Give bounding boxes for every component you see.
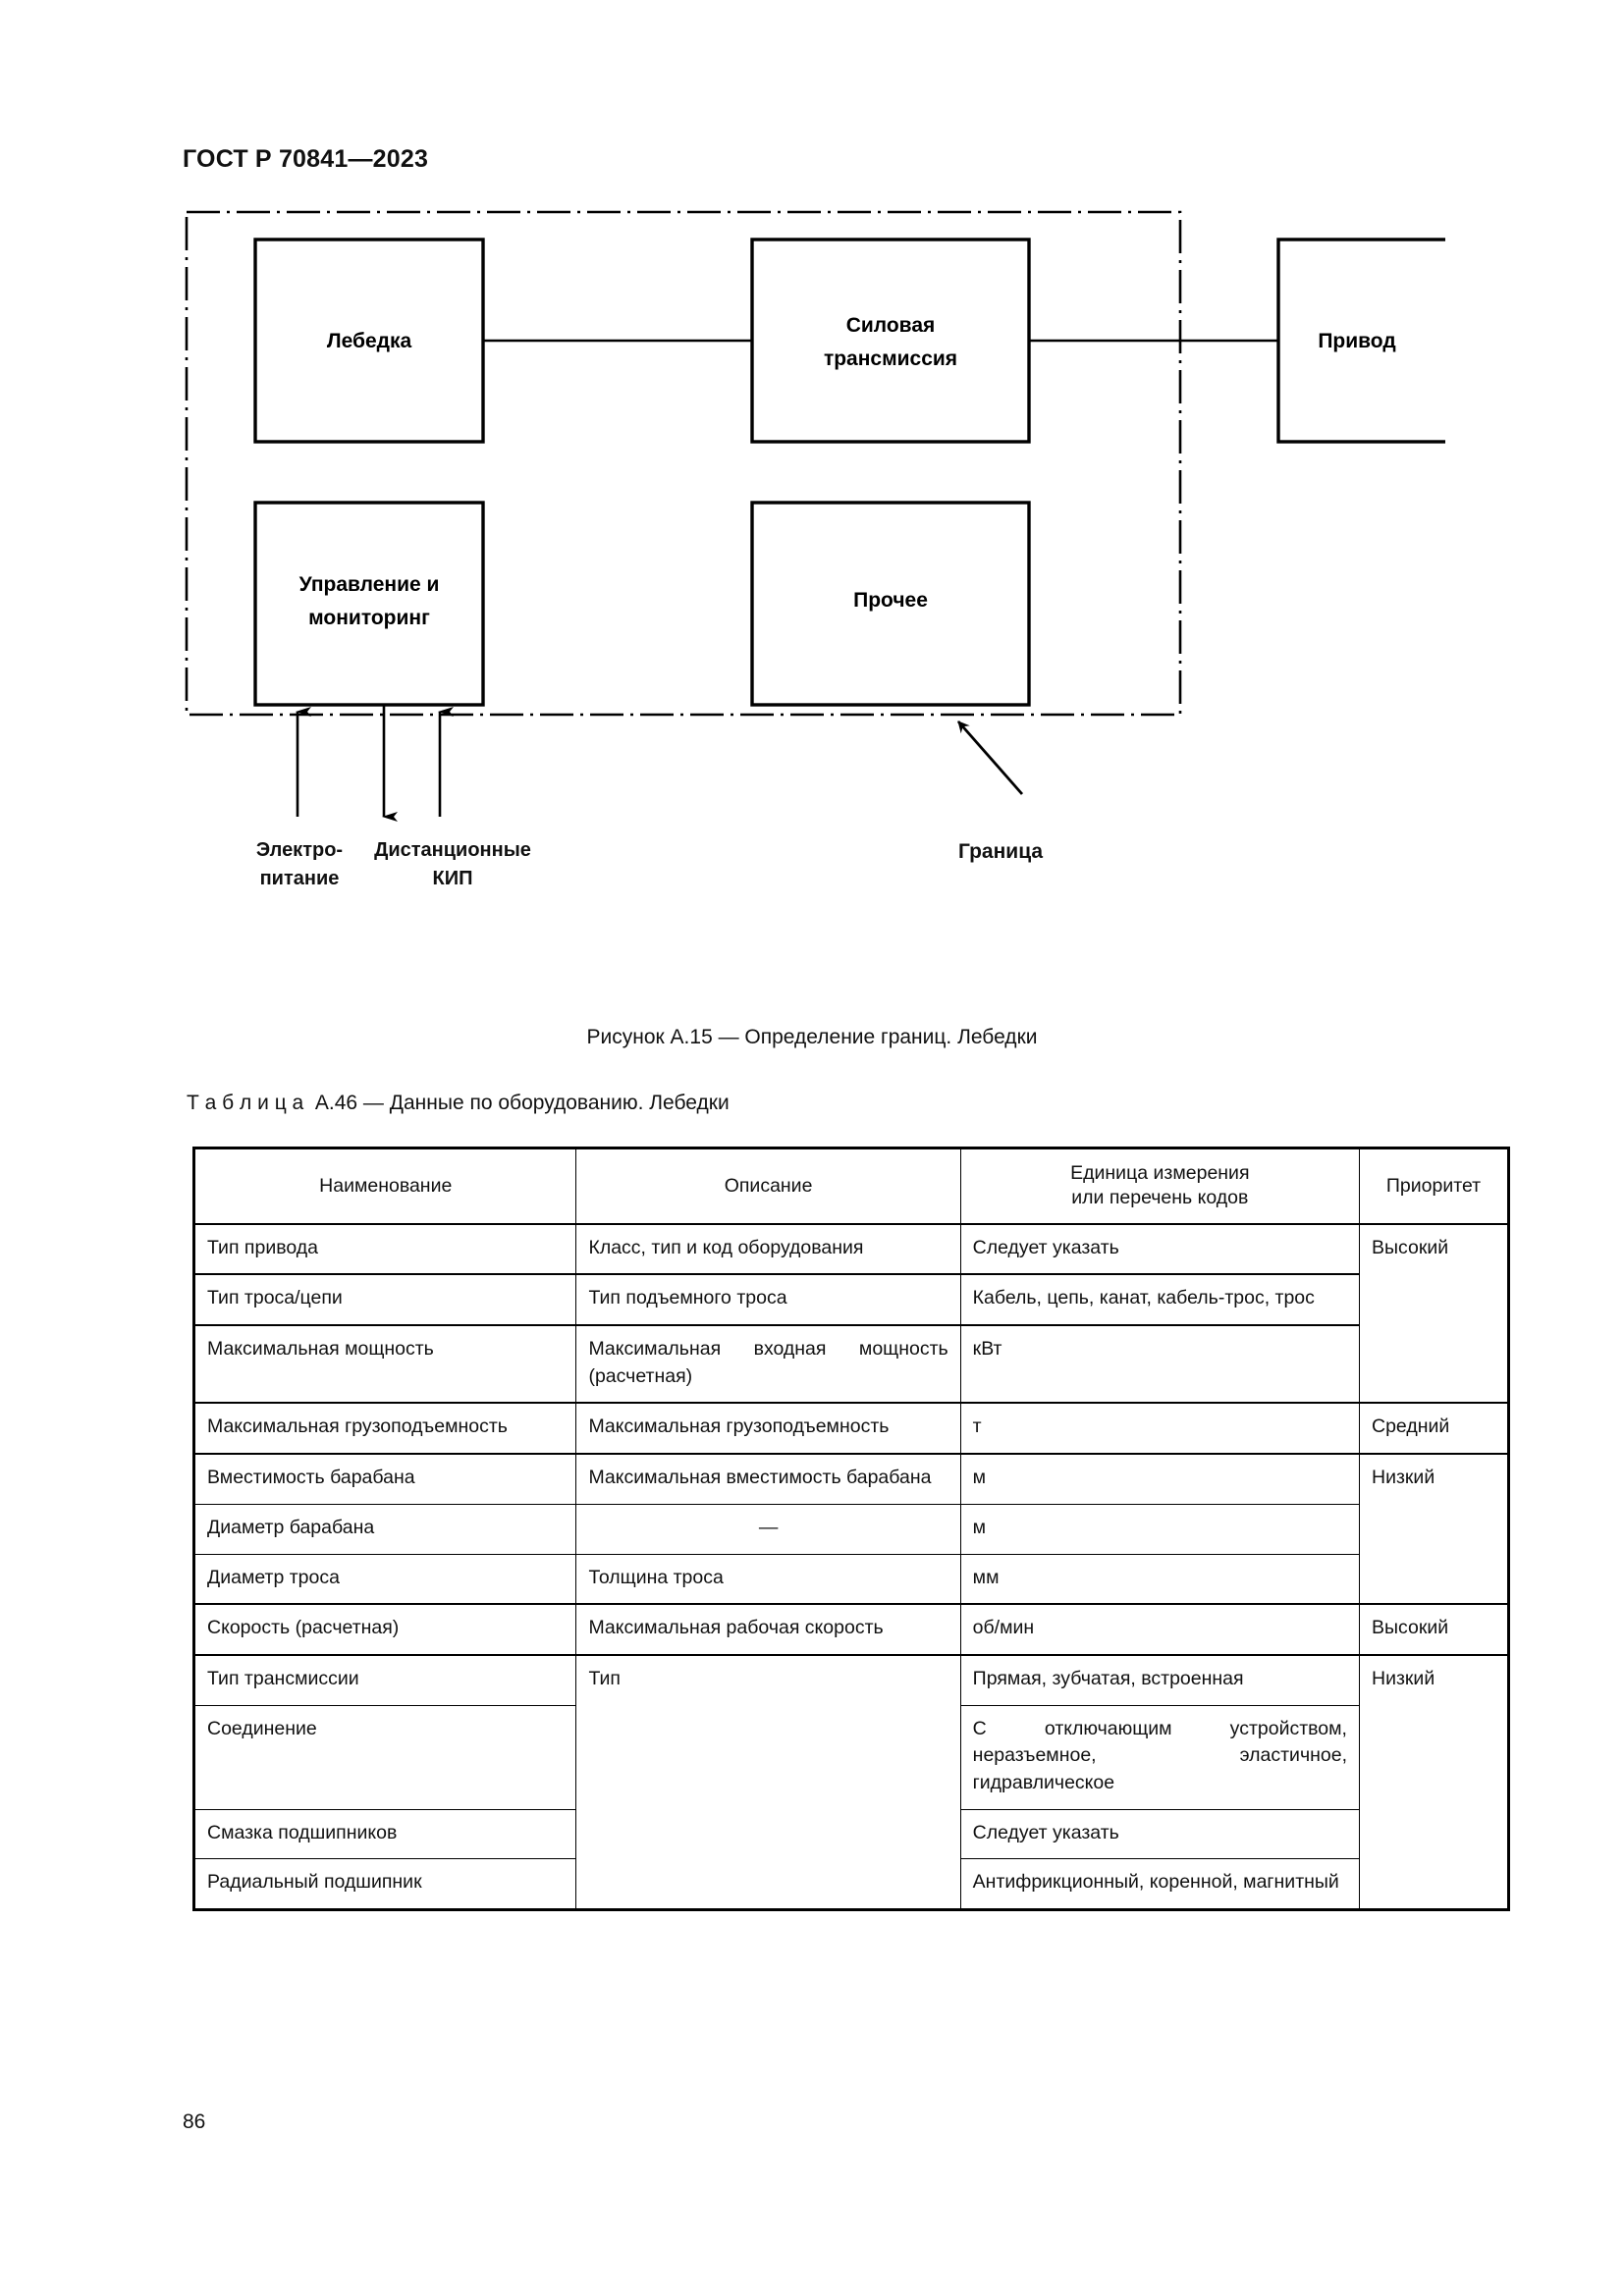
standard-header: ГОСТ Р 70841—2023 xyxy=(183,145,429,173)
label-power-supply-line2: питание xyxy=(259,868,340,889)
boundary-leader-line xyxy=(956,721,1024,795)
box-winch-label: Лебедка xyxy=(327,330,412,352)
box-power-transmission-label-line2: трансмиссия xyxy=(824,347,957,370)
table-row: Радиальный подшипник Антифрикционный, ко… xyxy=(193,1858,1508,1909)
box-drive-label: Привод xyxy=(1318,330,1395,352)
cell-unit: об/мин xyxy=(959,1603,1360,1656)
cell-description: Максимальная вместимость барабана xyxy=(575,1453,961,1505)
cell-unit: Кабель, цепь, канат, кабель-трос, трос xyxy=(959,1273,1360,1326)
label-remote-instruments-line1: Дистанционные xyxy=(374,839,531,861)
cell-priority: Высокий xyxy=(1358,1603,1509,1656)
cell-name: Тип трансмиссии xyxy=(193,1653,577,1706)
box-control-monitoring-label-line1: Управление и xyxy=(299,573,440,596)
column-header-unit-line2: или перечень кодов xyxy=(1071,1187,1249,1209)
label-power-supply-line1: Электро- xyxy=(255,839,344,861)
box-power-transmission-label-line1: Силовая xyxy=(846,314,936,337)
box-other-label: Прочее xyxy=(853,589,928,612)
cell-unit: Следует указать xyxy=(959,1223,1360,1275)
cell-name: Вместимость барабана xyxy=(193,1453,577,1505)
cell-priority: Средний xyxy=(1358,1402,1509,1455)
cell-unit: м xyxy=(959,1503,1360,1555)
cell-description: Тип xyxy=(575,1653,961,1909)
box-other xyxy=(750,501,1031,707)
figure-caption: Рисунок А.15 — Определение границ. Лебед… xyxy=(586,1026,1038,1048)
column-header-unit-line1: Единица измерения xyxy=(1070,1162,1250,1184)
table-row: Тип привода Класс, тип и код оборудовани… xyxy=(193,1223,1509,1404)
cell-name: Максимальная мощность xyxy=(193,1324,577,1404)
table-header: Наименование Описание Единица измерения … xyxy=(193,1148,1509,1225)
cell-description: Класс, тип и код оборудования xyxy=(575,1223,961,1275)
table-row: Диаметр троса Толщина троса мм xyxy=(193,1553,1508,1605)
cell-name: Скорость (расчетная) xyxy=(193,1603,577,1656)
column-header-name: Наименование xyxy=(193,1148,577,1225)
cell-priority: Низкий xyxy=(1358,1653,1509,1909)
box-power-transmission xyxy=(750,238,1031,444)
equipment-data-table-wrapper: Наименование Описание Единица измерения … xyxy=(192,1147,1510,1911)
table-row: Скорость (расчетная) Максимальная рабоча… xyxy=(193,1603,1509,1656)
cell-unit: Прямая, зубчатая, встроенная xyxy=(959,1653,1360,1706)
table-row: Вместимость барабана Максимальная вмести… xyxy=(193,1453,1509,1605)
boundary-rectangle xyxy=(185,210,1182,717)
table-row: Тип троса/цепи Тип подъемного троса Кабе… xyxy=(193,1273,1508,1326)
column-header-priority: Приоритет xyxy=(1358,1148,1509,1225)
cell-unit: кВт xyxy=(959,1324,1360,1404)
cell-description: Толщина троса xyxy=(575,1553,961,1605)
cell-priority: Высокий xyxy=(1358,1223,1509,1404)
box-drive xyxy=(1276,238,1445,444)
cell-name: Соединение xyxy=(193,1704,577,1810)
cell-name: Тип троса/цепи xyxy=(193,1273,577,1326)
cell-name: Максимальная грузоподъемность xyxy=(193,1402,577,1455)
cell-unit: м xyxy=(959,1453,1360,1505)
label-remote-instruments: Дистанционные КИП xyxy=(330,836,575,893)
label-boundary: Граница xyxy=(958,840,1044,863)
cell-description: Максимальная входная мощность (расчетная… xyxy=(575,1324,961,1404)
equipment-data-table: Наименование Описание Единица измерения … xyxy=(193,1148,1509,1909)
table-row: Максимальная мощность Максимальная входн… xyxy=(193,1324,1508,1404)
cell-unit: Антифрикционный, коренной, магнитный xyxy=(959,1858,1360,1909)
cell-description: Тип подъемного троса xyxy=(575,1273,961,1326)
cell-unit: т xyxy=(959,1402,1360,1455)
table-row: Максимальная грузоподъемность Максимальн… xyxy=(193,1402,1509,1455)
page-number: 86 xyxy=(183,2110,206,2133)
table-header-row: Наименование Описание Единица измерения … xyxy=(193,1148,1509,1225)
label-remote-instruments-line2: КИП xyxy=(432,868,473,889)
column-header-unit: Единица измерения или перечень кодов xyxy=(959,1148,1360,1225)
cell-unit: С отключающим устройством, неразъемное, … xyxy=(959,1704,1360,1810)
cell-name: Радиальный подшипник xyxy=(193,1858,577,1909)
cell-name: Тип привода xyxy=(193,1223,577,1275)
box-control-monitoring xyxy=(253,501,485,707)
cell-description: — xyxy=(575,1503,961,1555)
table-body: Тип привода Класс, тип и код оборудовани… xyxy=(193,1223,1509,1909)
table-row: Тип трансмиссии Тип Прямая, зубчатая, вс… xyxy=(193,1653,1509,1909)
cell-description: Максимальная рабочая скорость xyxy=(575,1603,961,1656)
cell-description: Максимальная грузоподъемность xyxy=(575,1402,961,1455)
boundary-diagram: Лебедка Силовая трансмиссия Привод Управ… xyxy=(185,210,1445,822)
cell-priority: Низкий xyxy=(1358,1453,1509,1605)
cell-name: Диаметр барабана xyxy=(193,1503,577,1555)
table-row: Соединение С отключающим устройством, не… xyxy=(193,1704,1508,1810)
table-row: Диаметр барабана — м xyxy=(193,1503,1508,1555)
cell-unit: Следует указать xyxy=(959,1808,1360,1860)
cell-name: Диаметр троса xyxy=(193,1553,577,1605)
box-control-monitoring-label-line2: мониторинг xyxy=(308,607,430,629)
figure-a15: Лебедка Силовая трансмиссия Привод Управ… xyxy=(183,208,1445,1042)
label-power-supply: Электро- питание xyxy=(226,836,373,893)
cell-unit: мм xyxy=(959,1553,1360,1605)
table-title: Т а б л и ц а А.46 — Данные по оборудова… xyxy=(187,1092,730,1114)
column-header-description: Описание xyxy=(575,1148,961,1225)
cell-name: Смазка подшипников xyxy=(193,1808,577,1860)
box-winch xyxy=(253,238,485,444)
